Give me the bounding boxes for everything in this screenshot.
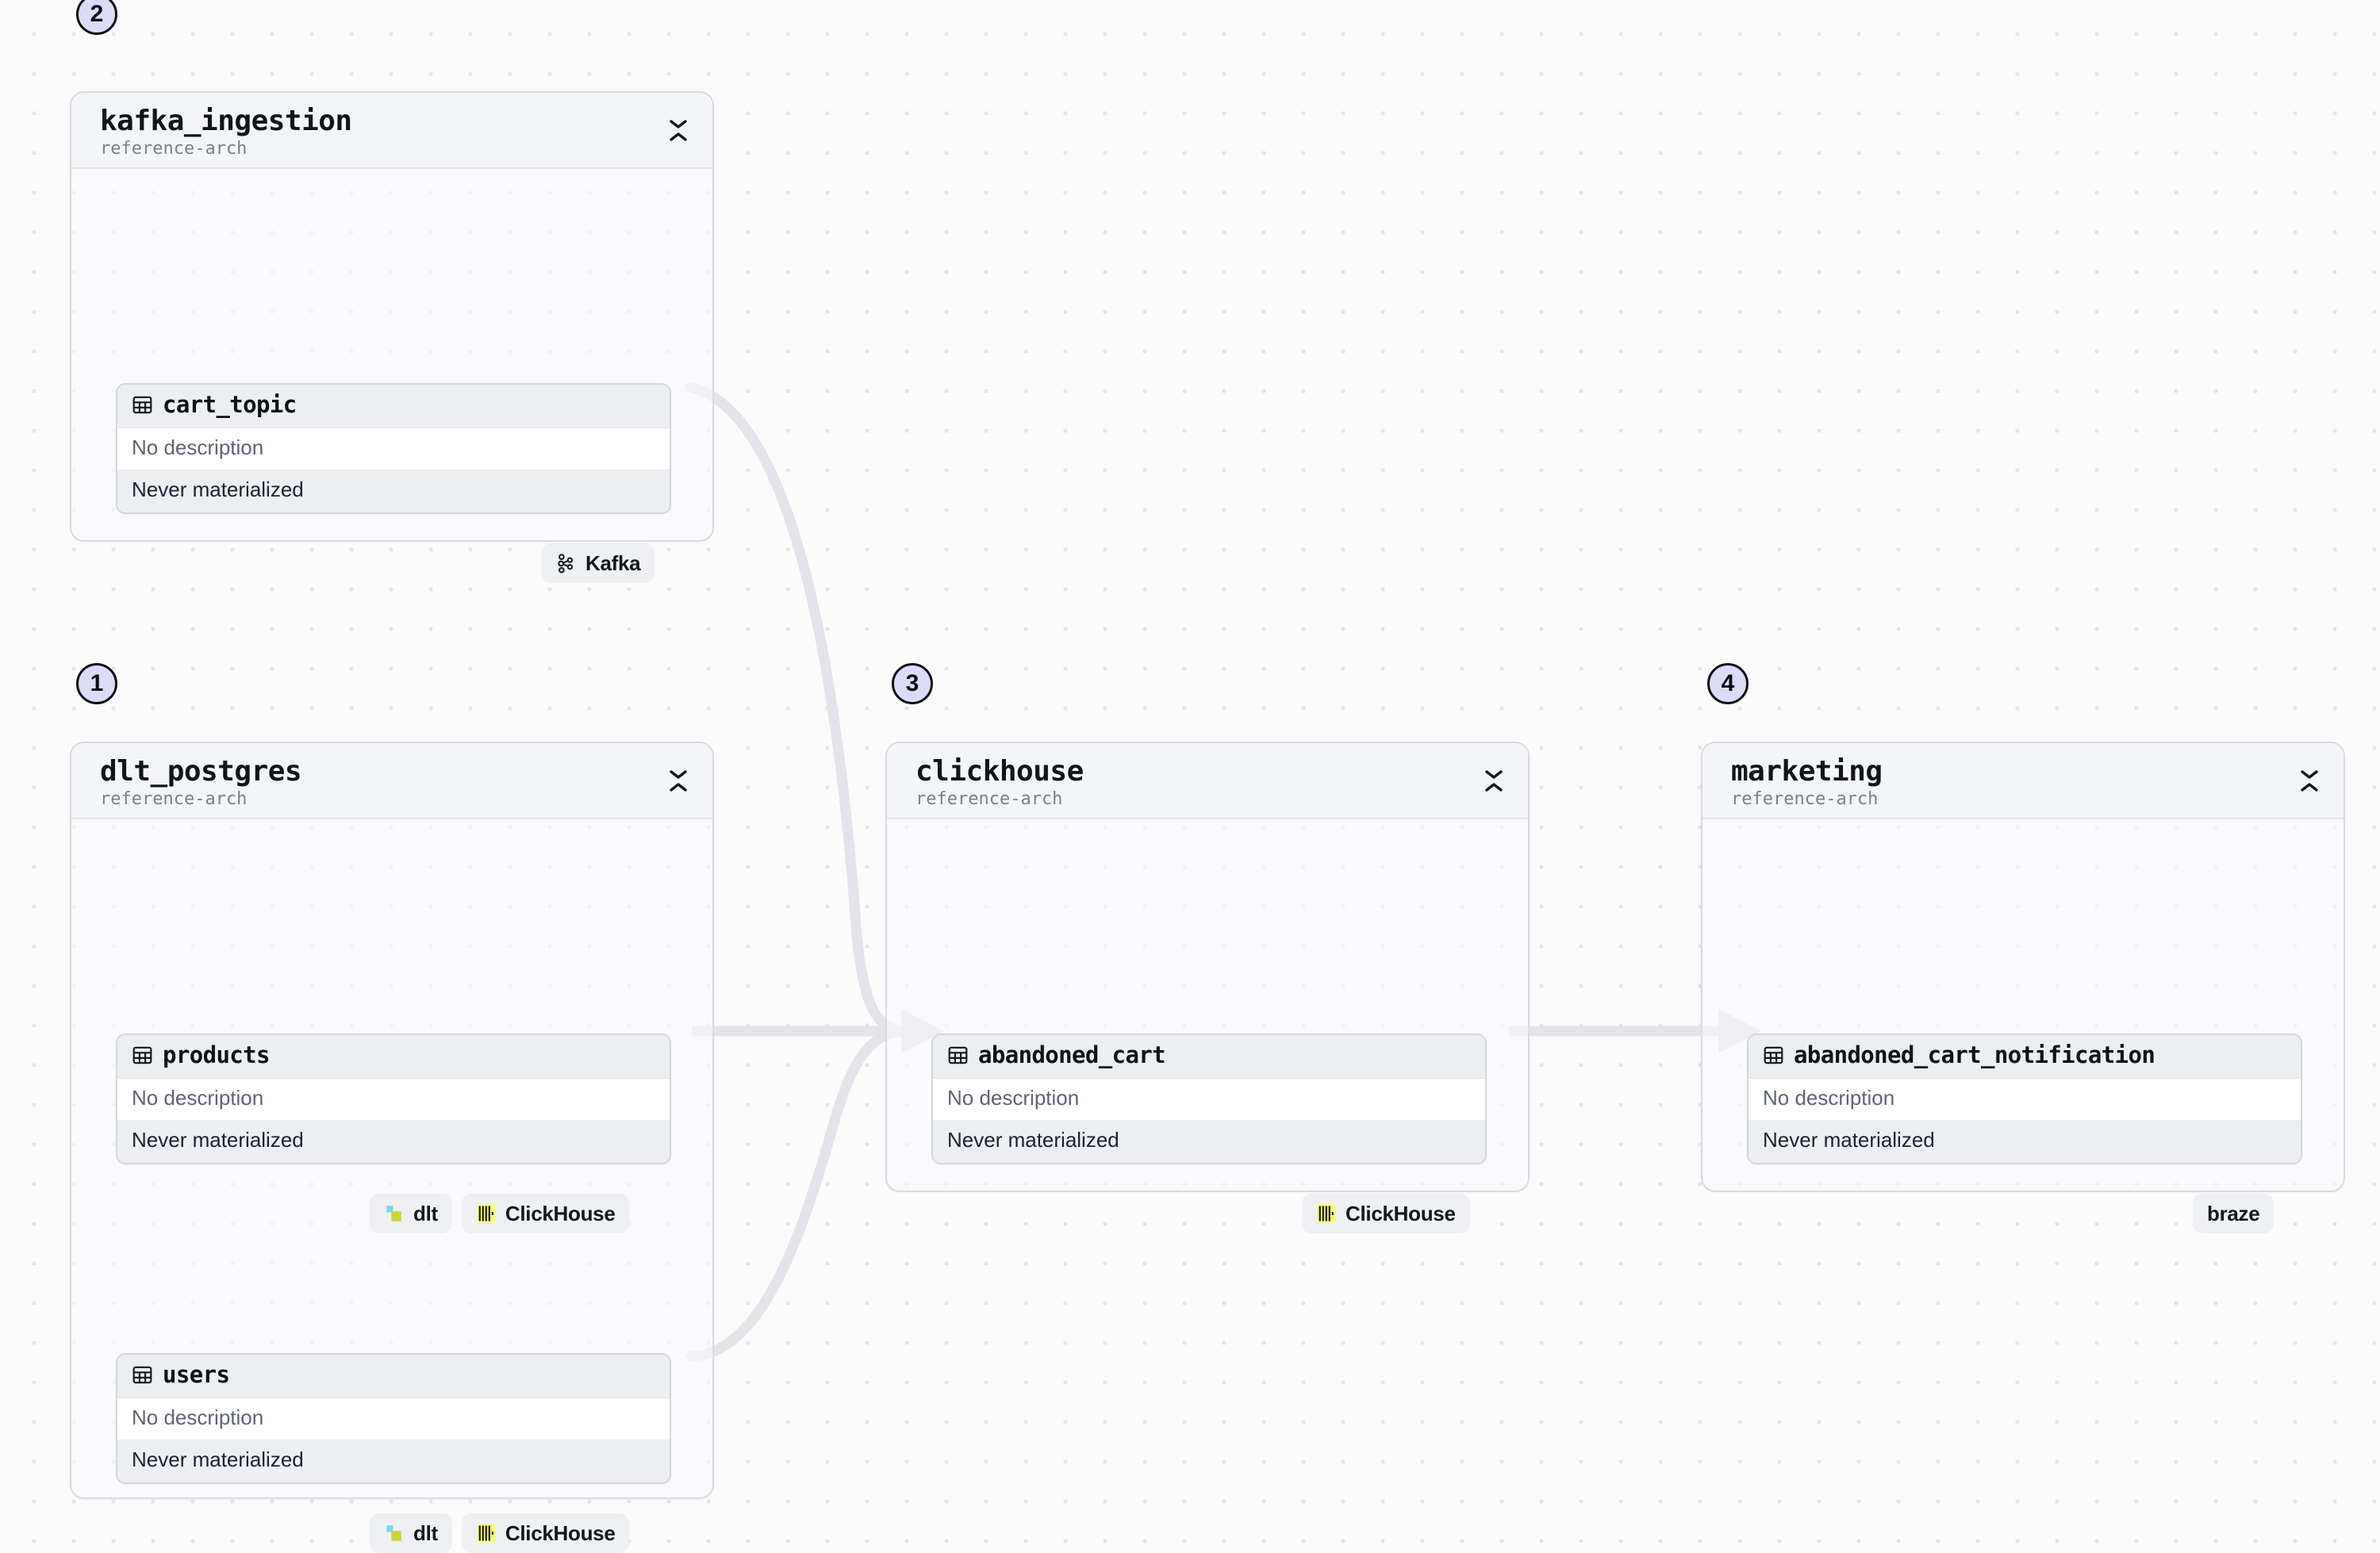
table-node-products[interactable]: products No description Never materializ… [116, 1033, 671, 1164]
edge-cart-topic-to-abandoned-cart [685, 382, 914, 1037]
collapse-chevrons-icon[interactable] [2296, 762, 2323, 799]
group-title: clickhouse [916, 755, 1084, 788]
badges-row-users: dlt ClickHouse [370, 1513, 630, 1553]
group-kafka-ingestion[interactable]: kafka_ingestion reference-arch [70, 91, 714, 583]
group-header-kafka-ingestion[interactable]: kafka_ingestion reference-arch [71, 93, 712, 169]
badge-label: dlt [413, 1201, 438, 1225]
dlt-icon [384, 1203, 405, 1224]
collapse-chevrons-icon[interactable] [665, 762, 692, 799]
group-subtitle: reference-arch [916, 789, 1063, 810]
badge-label: dlt [413, 1520, 438, 1545]
kafka-icon [555, 553, 577, 574]
badges-row-marketing: braze [2193, 1194, 2274, 1233]
table-node-header: products [117, 1035, 670, 1079]
table-node-name: users [163, 1361, 230, 1388]
table-node-name: products [163, 1041, 270, 1068]
table-node-header: users [117, 1355, 670, 1398]
table-node-materialization: Never materialized [117, 1120, 670, 1163]
badge-clickhouse[interactable]: ClickHouse [1302, 1194, 1470, 1233]
badge-clickhouse[interactable]: ClickHouse [461, 1194, 630, 1233]
badge-label: ClickHouse [505, 1520, 616, 1545]
table-node-users[interactable]: users No description Never materialized [116, 1353, 671, 1484]
table-node-abandoned-cart-notification[interactable]: abandoned_cart_notification No descripti… [1747, 1033, 2302, 1164]
group-subtitle: reference-arch [100, 139, 248, 159]
group-marketing[interactable]: marketing reference-arch [1701, 742, 2345, 1233]
group-title: dlt_postgres [100, 755, 302, 788]
table-node-header: abandoned_cart_notification [1749, 1035, 2301, 1079]
clickhouse-icon [476, 1523, 497, 1543]
collapse-chevrons-icon[interactable] [665, 112, 692, 148]
collapse-chevrons-icon[interactable] [1480, 762, 1507, 799]
table-node-materialization: Never materialized [933, 1120, 1485, 1163]
table-icon [947, 1045, 969, 1066]
group-subtitle: reference-arch [100, 789, 248, 810]
table-icon [1763, 1045, 1784, 1066]
dlt-icon [384, 1523, 405, 1543]
step-badge-2: 2 [76, 0, 117, 35]
group-header-marketing[interactable]: marketing reference-arch [1702, 743, 2344, 819]
table-node-name: abandoned_cart_notification [1794, 1041, 2155, 1068]
badge-label: ClickHouse [1345, 1201, 1456, 1225]
table-node-materialization: Never materialized [1749, 1120, 2301, 1163]
group-header-dlt-postgres[interactable]: dlt_postgres reference-arch [71, 743, 712, 819]
table-node-description: No description [117, 1398, 670, 1440]
table-node-name: abandoned_cart [978, 1041, 1166, 1068]
table-node-description: No description [1749, 1078, 2301, 1121]
badge-label: ClickHouse [505, 1201, 616, 1225]
table-node-header: abandoned_cart [933, 1035, 1485, 1079]
group-header-clickhouse[interactable]: clickhouse reference-arch [887, 743, 1528, 819]
badge-dlt[interactable]: dlt [370, 1513, 452, 1553]
table-node-header: cart_topic [117, 385, 670, 428]
table-node-cart-topic[interactable]: cart_topic No description Never material… [116, 383, 671, 514]
table-node-materialization: Never materialized [117, 470, 670, 512]
group-title: kafka_ingestion [100, 105, 352, 137]
badges-row-kafka-ingestion: Kafka [541, 543, 655, 583]
step-badge-3: 3 [892, 663, 933, 704]
badge-clickhouse[interactable]: ClickHouse [461, 1513, 630, 1553]
step-badge-1: 1 [76, 663, 117, 704]
table-node-materialization: Never materialized [117, 1440, 670, 1482]
group-clickhouse[interactable]: clickhouse reference-arch [885, 742, 1530, 1233]
clickhouse-icon [1316, 1203, 1337, 1224]
table-node-description: No description [933, 1078, 1485, 1121]
badge-braze[interactable]: braze [2193, 1194, 2274, 1233]
table-node-abandoned-cart[interactable]: abandoned_cart No description Never mate… [931, 1033, 1487, 1164]
group-title: marketing [1731, 755, 1883, 788]
step-badge-4: 4 [1707, 663, 1749, 704]
badges-row-clickhouse: ClickHouse [1302, 1194, 1470, 1233]
table-icon [132, 394, 153, 416]
table-node-name: cart_topic [163, 391, 297, 418]
group-subtitle: reference-arch [1731, 789, 1879, 810]
table-icon [132, 1045, 153, 1066]
clickhouse-icon [476, 1203, 497, 1224]
badge-label: braze [2207, 1201, 2260, 1225]
table-node-description: No description [117, 428, 670, 470]
badge-dlt[interactable]: dlt [370, 1194, 452, 1233]
badge-kafka[interactable]: Kafka [541, 543, 655, 583]
group-dlt-postgres[interactable]: dlt_postgres reference-arch [70, 742, 714, 1553]
badges-row-products: dlt ClickHouse [370, 1194, 630, 1233]
edge-users-to-abandoned-cart [686, 1026, 914, 1362]
table-node-description: No description [117, 1078, 670, 1121]
badge-label: Kafka [585, 550, 641, 575]
table-icon [132, 1364, 153, 1386]
